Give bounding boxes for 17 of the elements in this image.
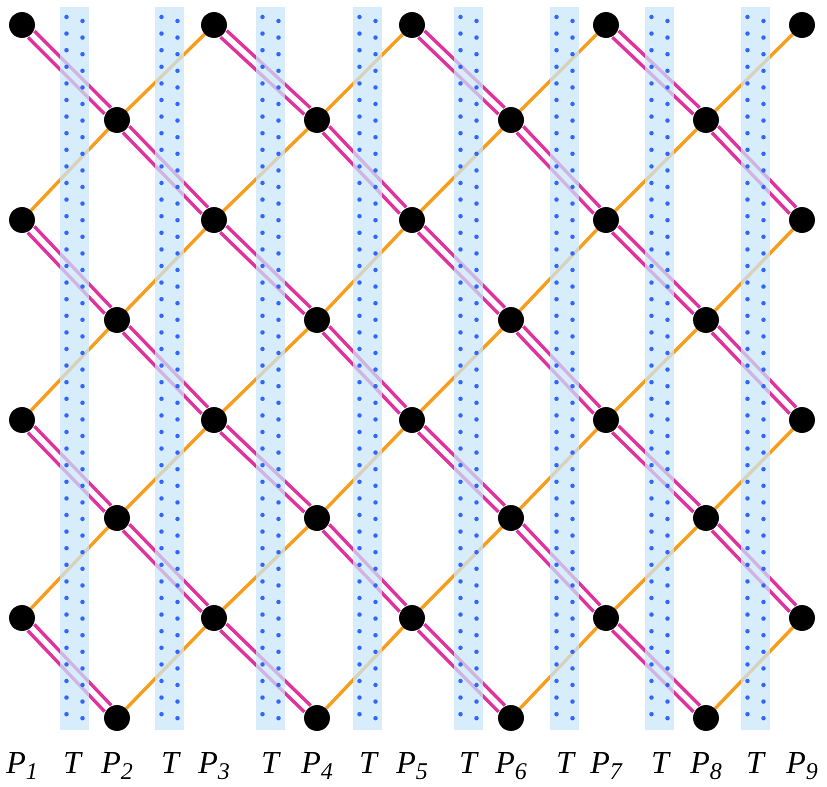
axis-label: T	[650, 743, 672, 782]
axis-label: T	[260, 743, 282, 782]
axis-label: T	[458, 743, 480, 782]
axis-label: P$_{3}$	[197, 743, 231, 782]
axis-label: P$_{2}$	[100, 743, 134, 782]
axis-label: P$_{4}$	[300, 743, 334, 782]
axis-label: T	[62, 743, 84, 782]
axis-label: T	[745, 743, 767, 782]
axis-label: P$_{9}$	[785, 743, 819, 782]
axis-label: P$_{6}$	[494, 743, 528, 782]
axis-label: T	[358, 743, 380, 782]
axis-label: P$_{1}$	[5, 743, 39, 782]
axis-label: T	[160, 743, 182, 782]
axis-label: P$_{7}$	[589, 743, 624, 782]
axis-label: P$_{5}$	[395, 743, 429, 782]
axis-label: P$_{8}$	[689, 743, 723, 782]
axis-label: T	[555, 743, 577, 782]
